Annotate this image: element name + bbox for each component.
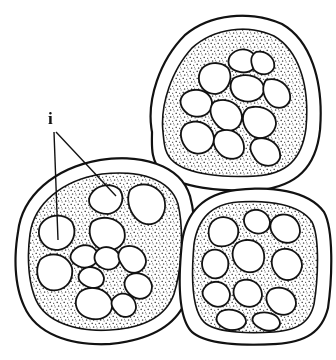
granule [95,247,120,269]
granule [217,310,246,330]
granule [37,254,72,290]
cell-bottom-right [180,189,332,345]
granule [181,122,214,154]
granule [234,280,263,307]
cell-left [16,158,195,344]
granule [233,240,265,272]
granule [79,267,104,288]
granule [90,218,125,250]
granule [199,63,230,94]
granule [181,90,212,117]
granule [272,249,302,280]
cell-top-right [151,16,321,191]
granule [89,185,122,214]
granule [209,217,239,246]
granule [202,250,228,279]
granule [244,210,270,234]
label-i: i [48,109,53,128]
granule [76,288,112,319]
granule [231,75,264,101]
